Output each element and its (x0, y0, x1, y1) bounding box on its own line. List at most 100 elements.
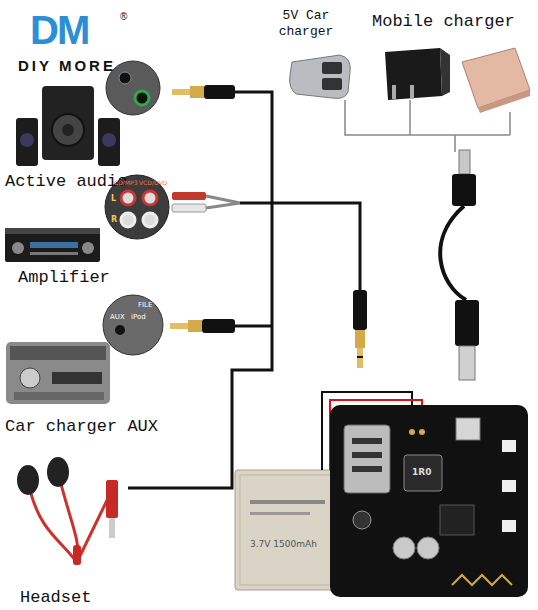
caption-text: 5V Car charger (258, 8, 354, 40)
amplifier-part (12, 242, 24, 254)
audio-plug (170, 319, 235, 333)
device-caption: Amplifier (18, 268, 168, 292)
bluetooth-board-part (353, 511, 371, 529)
power-bank (462, 48, 530, 113)
car-dashboard-part (10, 346, 106, 360)
car-charger (290, 55, 351, 98)
bluetooth-board-part (456, 418, 480, 440)
headset-part (17, 465, 39, 495)
audio-plug (353, 290, 367, 368)
part-label: FILE (138, 302, 152, 309)
audio-plug-part (355, 330, 365, 348)
amplifier-part (30, 242, 78, 248)
bluetooth-board-part (502, 440, 516, 452)
battery-part (240, 475, 340, 585)
aux-inset-part (115, 325, 125, 335)
wall-charger-part (385, 48, 442, 100)
rca-inset-part (143, 213, 157, 227)
part-label: AUX (110, 314, 125, 321)
bluetooth-board-part (452, 575, 512, 585)
caption-text: Amplifier (18, 268, 168, 288)
wall-charger-part (440, 48, 450, 96)
bluetooth-board-part (404, 455, 442, 491)
audio-plug-part (188, 320, 202, 332)
audio-plug-part (202, 319, 235, 333)
part-label: L (111, 195, 116, 203)
speaker-set-part (42, 86, 94, 160)
rca-inset-part (143, 191, 157, 205)
headset-part (106, 480, 118, 518)
bluetooth-board-part (352, 438, 382, 444)
car-dashboard (6, 342, 110, 404)
bluetooth-board-part (419, 429, 425, 435)
rca-inset-part (121, 213, 135, 227)
part-label: R (111, 216, 117, 224)
audio-plug-part (172, 89, 190, 95)
aux-inset-part (103, 295, 163, 355)
usb-cable-part (459, 150, 470, 174)
bluetooth-board-part (330, 405, 528, 597)
brand-logo: DM (30, 10, 88, 50)
headset (17, 457, 118, 565)
headset-part (30, 480, 112, 560)
audio-wire (128, 92, 360, 488)
audio-wire-part (240, 202, 272, 205)
jack-inset-part (119, 72, 131, 84)
part-label: VCD/DVD (139, 180, 167, 186)
rca-plug-part (172, 192, 206, 200)
car-charger-part (322, 62, 342, 74)
headset-part (47, 457, 69, 487)
rca-inset (105, 175, 169, 239)
usb-cable-part (459, 346, 475, 380)
audio-plug (172, 85, 235, 99)
speaker-set-part (102, 133, 116, 147)
bluetooth-board-part (393, 537, 415, 559)
bluetooth-board-part (440, 505, 474, 535)
battery-part (250, 500, 325, 504)
bluetooth-board-part (502, 520, 516, 532)
car-dashboard-part (14, 392, 104, 400)
speaker-set-part (52, 114, 84, 146)
device-caption: Mobile charger (372, 12, 537, 36)
bluetooth-board-part (502, 480, 516, 492)
audio-wire-part (235, 325, 272, 328)
audio-plug-part (170, 323, 188, 329)
part-label: DIY MORE (18, 58, 116, 73)
power-bank-part (478, 90, 530, 113)
caption-text: Car charger AUX (5, 417, 195, 437)
wall-charger (385, 48, 450, 100)
device-caption: 5V Car charger (258, 8, 354, 44)
usb-cable-part (455, 300, 479, 346)
bluetooth-board-part (352, 466, 382, 472)
usb-cable-part (440, 206, 466, 300)
car-dashboard-part (6, 342, 110, 404)
amplifier-part (30, 252, 78, 255)
amplifier-part (5, 228, 100, 262)
part-label: CD/MP3 (114, 180, 137, 186)
audio-plug-part (357, 356, 363, 358)
battery-part (235, 470, 345, 590)
battery (235, 470, 345, 590)
car-charger-part (322, 78, 342, 90)
bluetooth-board-part (417, 537, 439, 559)
car-dashboard-part (20, 368, 40, 388)
caption-text: Mobile charger (372, 12, 537, 32)
jack-inset-part (135, 91, 149, 105)
speaker-set-part (98, 118, 120, 166)
amplifier-part (5, 228, 100, 234)
part-label: ® (120, 12, 127, 22)
part-label: iPod (131, 314, 146, 321)
device-caption: Headset (20, 588, 140, 610)
audio-plug-part (190, 86, 204, 98)
rca-plug-part (206, 196, 240, 208)
amplifier-part (82, 242, 94, 254)
bluetooth-board-part (344, 425, 390, 493)
usb-cable (440, 150, 479, 380)
rca-plug-part (172, 204, 206, 212)
caption-text: Headset (20, 588, 140, 608)
bluetooth-board-part (352, 452, 382, 458)
speaker-set-part (20, 133, 34, 147)
aux-inset (103, 295, 163, 355)
